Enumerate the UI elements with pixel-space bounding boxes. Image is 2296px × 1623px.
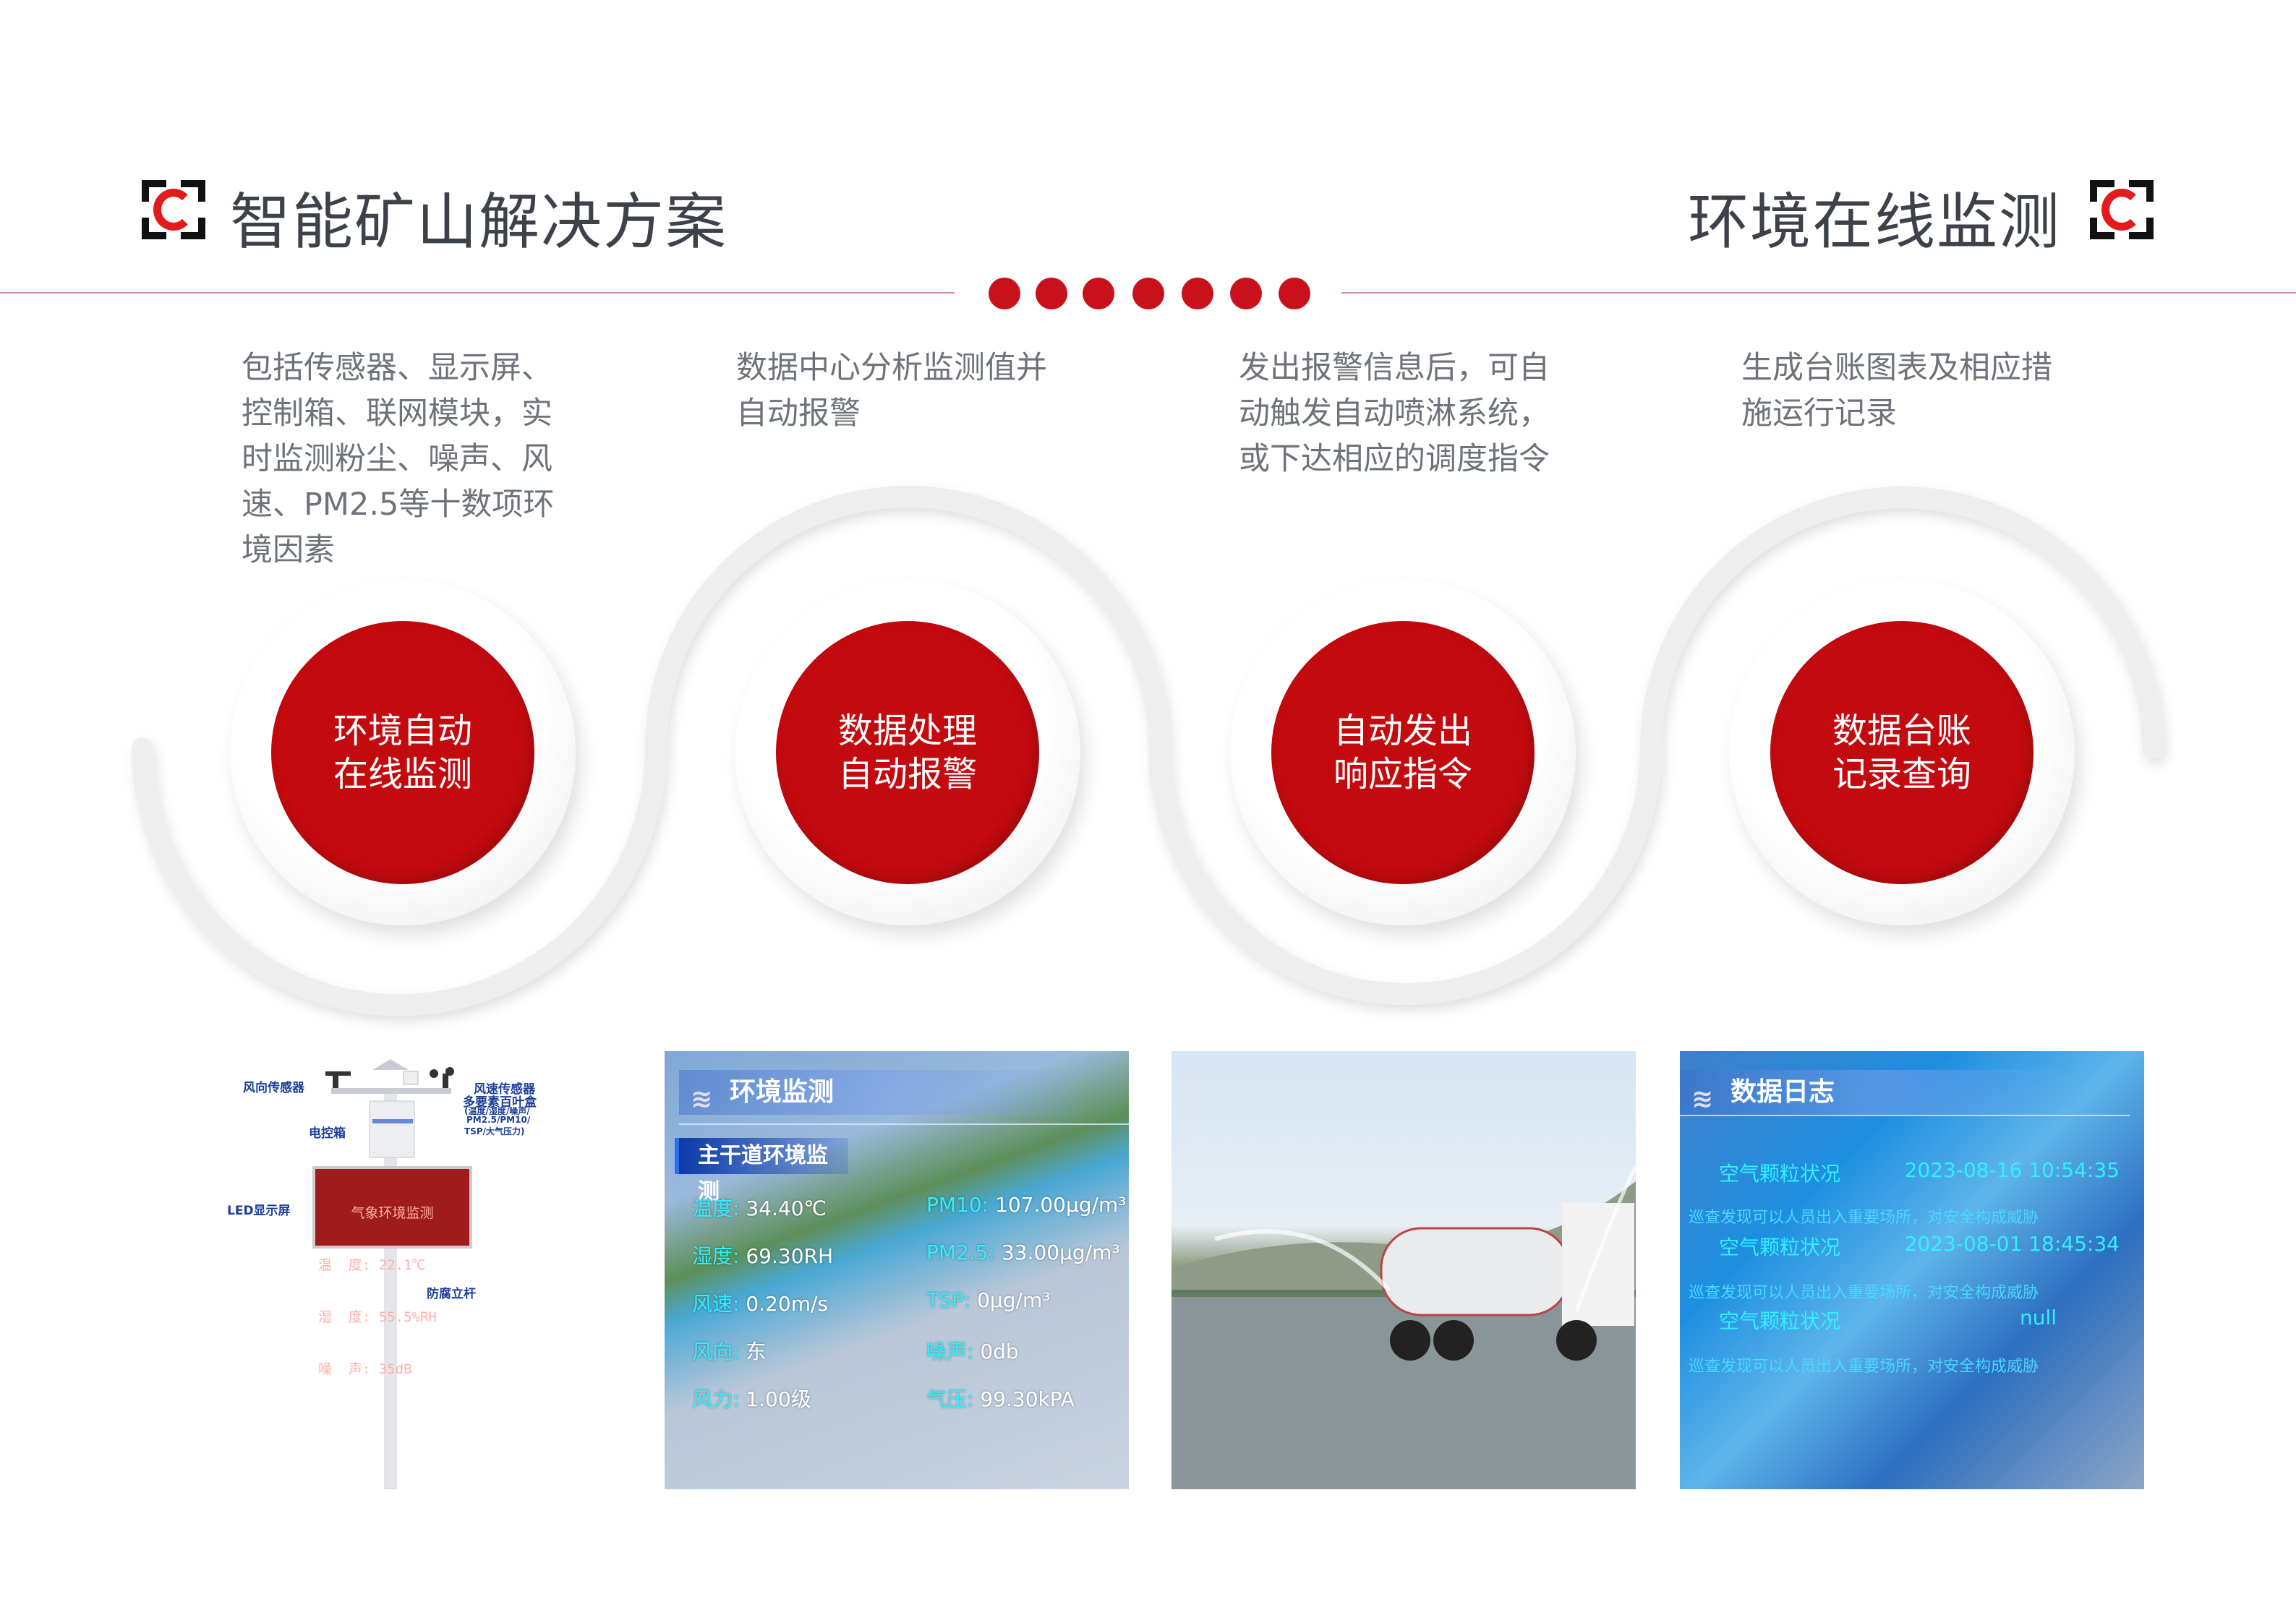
reading-label: 气压: [926, 1387, 974, 1411]
reading-label: PM10: [926, 1193, 989, 1217]
log-entry-name: 空气颗粒状况 [1719, 1309, 1841, 1333]
log-entry-time: null [2020, 1306, 2057, 1329]
reading-value: 33.00μg/m³ [1001, 1241, 1120, 1264]
layers-icon: ≋ [691, 1084, 713, 1114]
log-entry-time: 2023-08-16 10:54:35 [1904, 1158, 2120, 1182]
reading-value: 0db [980, 1340, 1019, 1363]
page-title: 智能矿山解决方案 [230, 187, 728, 257]
station-label: 风向传感器 [243, 1081, 304, 1095]
reading: 湿度: 69.30RH [692, 1241, 833, 1269]
reading-value: 0μg/m³ [977, 1288, 1051, 1312]
reading-value: 69.30RH [746, 1244, 834, 1268]
log-entry-desc: 巡查发现可以人员出入重要场所，对安全构成威胁 [1689, 1209, 2039, 1227]
monitor-header: ≋ 环境监测 [679, 1070, 1084, 1115]
reading-value: 34.40℃ [746, 1196, 827, 1220]
brand-logo-right [2090, 180, 2154, 239]
log-entry-desc: 巡查发现可以人员出入重要场所，对安全构成威胁 [1689, 1284, 2039, 1302]
step-3-label: 自动发出 响应指令 [1271, 621, 1535, 884]
reading: PM10: 107.00μg/m³ [926, 1193, 1127, 1217]
station-label: 电控箱 [309, 1126, 346, 1141]
reading-value: 0.20m/s [746, 1292, 828, 1316]
log-entry-desc: 巡查发现可以人员出入重要场所，对安全构成威胁 [1689, 1358, 2039, 1376]
step-3-description: 发出报警信息后，可自 动触发自动喷淋系统， 或下达相应的调度指令 [1239, 350, 1550, 477]
reading-label: TSP: [926, 1288, 971, 1312]
reading: 噪声: 0db [926, 1336, 1019, 1365]
data-log-screenshot: ≋ 数据日志 空气颗粒状况 2023-08-16 10:54:35 巡查发现可以人… [1680, 1051, 2144, 1489]
divider-right [1341, 292, 2296, 294]
reading: TSP: 0μg/m³ [926, 1288, 1050, 1312]
log-entry-time: 2023-08-01 18:45:34 [1904, 1232, 2120, 1256]
step-2-description: 数据中心分析监测值并 自动报警 [736, 350, 1047, 432]
station-label: PM2.5/PM10/ [466, 1115, 531, 1125]
reading-label: 湿度: [692, 1244, 740, 1268]
reading-value: 99.30kPA [980, 1387, 1075, 1411]
reading: PM2.5: 33.00μg/m³ [926, 1241, 1120, 1264]
station-label: LED显示屏 [227, 1204, 291, 1218]
step-4-label: 数据台账 记录查询 [1770, 621, 2033, 884]
brand-logo [142, 180, 205, 239]
step-4-description: 生成台账图表及相应措 施运行记录 [1741, 350, 2052, 432]
led-display: 气象环境监测 温 度: 22.1℃ 湿 度: 55.5%RH 噪 声: 35dB [318, 1170, 466, 1413]
station-label: TSP/大气压力) [464, 1126, 525, 1136]
reading-label: PM2.5: [926, 1241, 996, 1264]
reading-label: 风速: [692, 1292, 740, 1316]
step-3-circle: 自动发出 响应指令 [1230, 580, 1576, 925]
step-1-label: 环境自动 在线监测 [271, 621, 534, 884]
step-4-circle: 数据台账 记录查询 [1729, 580, 2075, 925]
reading-value: 107.00μg/m³ [995, 1193, 1127, 1217]
station-label: (温度/湿度/噪声/ [464, 1106, 530, 1116]
log-title: 数据日志 [1730, 1077, 1835, 1107]
led-line: 湿 度: 55.5%RH [318, 1309, 437, 1325]
reading: 风力: 1.00级 [692, 1384, 811, 1413]
monitor-subtitle: 主干道环境监测 [675, 1138, 848, 1204]
section-title: 环境在线监测 [1687, 187, 2061, 257]
reading-value: 1.00级 [746, 1387, 811, 1411]
reading-value: 东 [746, 1340, 767, 1363]
step-2-label: 数据处理 自动报警 [776, 621, 1039, 884]
reading-label: 噪声: [926, 1340, 974, 1363]
sprinkler-truck-photo [1172, 1051, 1636, 1489]
reading-label: 风力: [692, 1387, 740, 1411]
reading-label: 温度: [692, 1196, 740, 1220]
station-label: 多要素百叶盒 [463, 1095, 537, 1110]
log-entry-name: 空气颗粒状况 [1719, 1236, 1841, 1259]
reading: 风向: 东 [692, 1336, 766, 1365]
log-header: ≋ 数据日志 [1680, 1070, 2085, 1115]
station-label: 防腐立杆 [427, 1287, 476, 1301]
reading: 温度: 34.40℃ [692, 1193, 827, 1222]
step-1-circle: 环境自动 在线监测 [230, 580, 576, 925]
monitoring-station-image: 气象环境监测 温 度: 22.1℃ 湿 度: 55.5%RH 噪 声: 35dB… [217, 1048, 579, 1489]
step-2-circle: 数据处理 自动报警 [735, 580, 1080, 925]
reading: 风速: 0.20m/s [692, 1288, 828, 1317]
environment-monitor-screenshot: ≋ 环境监测 主干道环境监测 温度: 34.40℃ 湿度: 69.30RH 风速:… [665, 1051, 1129, 1489]
reading-label: 风向: [692, 1340, 740, 1363]
monitor-title: 环境监测 [730, 1077, 835, 1107]
step-1-description: 包括传感器、显示屏、 控制箱、联网模块，实 时监测粉尘、噪声、风 速、PM2.5… [242, 350, 555, 568]
led-line: 噪 声: 35dB [318, 1361, 412, 1377]
station-label: 风速传感器 [474, 1082, 535, 1097]
log-entry-name: 空气颗粒状况 [1719, 1162, 1841, 1186]
layers-icon: ≋ [1691, 1084, 1714, 1114]
reading: 气压: 99.30kPA [926, 1384, 1075, 1413]
divider-left [0, 292, 955, 294]
led-line: 温 度: 22.1℃ [318, 1257, 426, 1273]
led-line: 气象环境监测 [351, 1205, 434, 1221]
